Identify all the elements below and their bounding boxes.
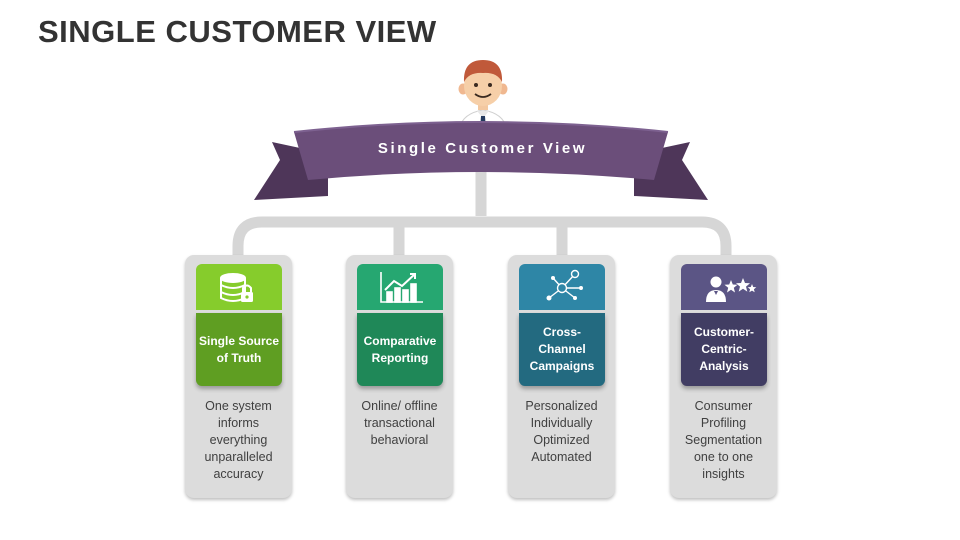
card-cross-channel-campaigns: Cross- Channel Campaigns Personalized In… (508, 255, 615, 498)
database-lock-icon (220, 273, 253, 302)
card-title: Single Source of Truth (198, 333, 280, 365)
page-title: SINGLE CUSTOMER VIEW (38, 14, 437, 49)
card-single-source-of-truth: Single Source of Truth One system inform… (185, 255, 292, 498)
card-comparative-reporting: Comparative Reporting Online/ offline tr… (346, 255, 453, 498)
card-title-tile (357, 313, 443, 386)
card-title-tile (681, 313, 767, 386)
card-title-tile (519, 313, 605, 386)
card-title: Cross- Channel Campaigns (529, 325, 595, 373)
user-rating-stars-icon (706, 276, 757, 302)
card-customer-centric-analysis: Customer- Centric- Analysis Consumer Pro… (670, 255, 777, 498)
card-title: Comparative Reporting (363, 333, 437, 365)
card-description: Personalized Individually Optimized Auto… (525, 399, 598, 464)
network-nodes-icon (546, 269, 583, 301)
card-title-tile (196, 313, 282, 386)
banner-label: Single Customer View (377, 140, 588, 157)
card-description: Consumer Profiling Segmentation one to o… (684, 399, 763, 481)
banner-ribbon (254, 121, 708, 200)
card-description: Online/ offline transactional behavioral (361, 399, 438, 447)
card-title: Customer- Centric- Analysis (693, 325, 754, 373)
card-description: One system informs everything unparallel… (204, 399, 273, 481)
bar-chart-trend-icon (380, 272, 423, 303)
